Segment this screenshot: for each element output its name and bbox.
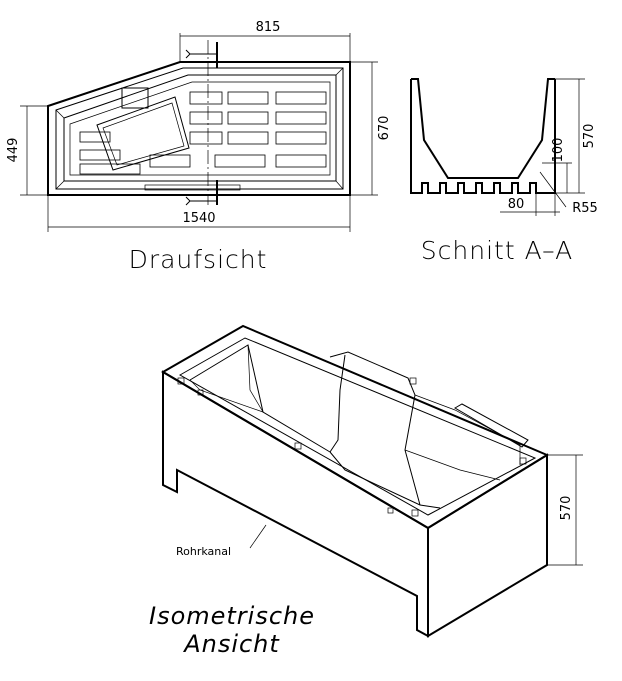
iso-basin-floor-right	[404, 449, 501, 481]
iso-rim-detail	[177, 377, 185, 385]
iso-rim-detail	[409, 377, 417, 385]
iso-rim-detail	[411, 509, 419, 517]
iso-basin-floor	[329, 451, 441, 509]
iso-rim-inner	[178, 337, 537, 516]
iso-rim-outer	[161, 324, 550, 530]
iso-headrest-panel	[329, 351, 421, 506]
section-inner-profile	[411, 78, 555, 179]
iso-basin-slope	[189, 379, 264, 413]
plan-corner-line	[55, 180, 65, 190]
iso-rim-detail	[294, 442, 302, 450]
iso-basin-right	[414, 394, 521, 465]
iso-rim-detail	[197, 389, 204, 396]
iso-channel-leader	[249, 524, 267, 549]
section-dim-width: 80	[508, 197, 525, 212]
iso-rim-detail	[387, 507, 394, 514]
section-dim-base: 100	[551, 138, 566, 163]
iso-channel-label: Rohrkanal	[176, 545, 231, 558]
iso-view: 570 Rohrkanal Isometrische Ansicht	[149, 324, 583, 658]
plan-title: Draufsicht	[129, 245, 268, 274]
iso-grip	[453, 403, 529, 448]
plan-dim-left: 449	[6, 138, 21, 163]
plan-basin-floor	[69, 81, 331, 176]
plan-cut-arrow-bottom-head	[185, 196, 191, 206]
plan-corner-line	[55, 109, 65, 119]
iso-headrest-edge	[329, 354, 346, 453]
plan-floor-ribs	[79, 91, 327, 175]
iso-side-face	[427, 453, 548, 638]
iso-basin-left	[189, 344, 331, 453]
plan-headrest-inner	[102, 102, 185, 166]
plan-dim-top: 815	[256, 20, 281, 35]
plan-inner-rim	[55, 67, 344, 190]
plan-corner-line	[335, 67, 344, 76]
iso-title-line2: Ansicht	[182, 630, 280, 658]
plan-cut-arrow-top-head	[185, 49, 191, 59]
iso-title-line1: Isometrische	[149, 602, 315, 630]
plan-drain-bar	[144, 184, 241, 191]
section-outer-profile	[410, 79, 556, 194]
section-dim-radius: R55	[572, 201, 598, 216]
section-title: Schnitt A–A	[421, 236, 573, 265]
iso-dim-height: 570	[559, 496, 574, 521]
section-view: 570 100 80 R55 Schnitt A–A	[410, 78, 598, 265]
plan-dim-right: 670	[377, 116, 392, 141]
plan-headrest-block	[121, 87, 149, 109]
section-radius-leader	[539, 171, 567, 208]
section-dim-height: 570	[582, 124, 597, 149]
plan-dim-bottom: 1540	[182, 211, 215, 226]
plan-view: 815 670 449 1540 Draufsicht	[6, 20, 392, 274]
iso-basin-corner	[247, 344, 264, 413]
plan-outer-outline	[47, 61, 351, 196]
iso-rim-detail	[519, 457, 527, 465]
plan-basin-outline	[63, 74, 337, 182]
plan-headrest-plate	[96, 96, 190, 171]
plan-corner-line	[335, 180, 344, 190]
